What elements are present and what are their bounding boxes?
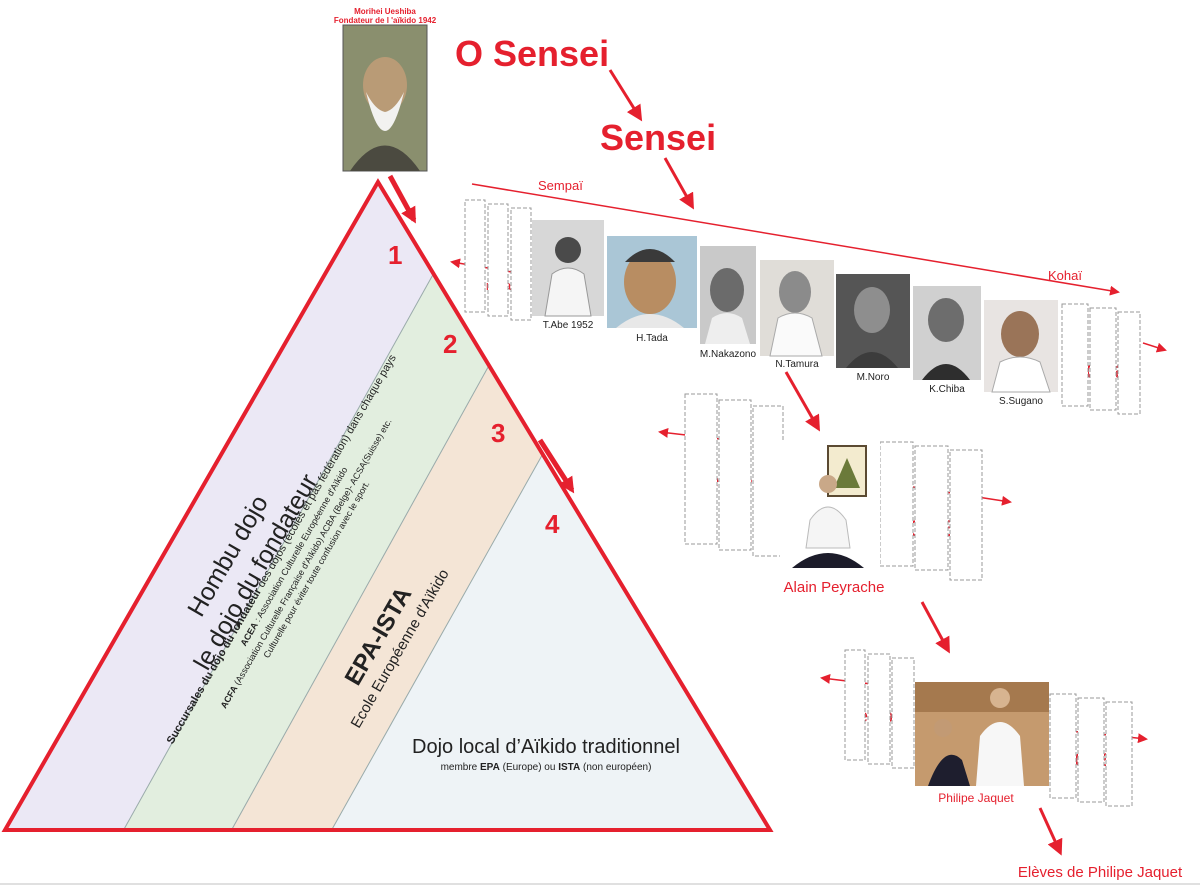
- band-1-hombu: [5, 182, 440, 830]
- alain-name: Alain Peyrache: [784, 579, 885, 596]
- master-caption: S.Sugano: [999, 396, 1043, 407]
- master-caption: H.Tada: [636, 333, 668, 344]
- arrow-osensei-sensei: [608, 69, 643, 122]
- founder-name: Morihei Ueshiba: [354, 7, 416, 16]
- philipe-name: Philipe Jaquet: [938, 791, 1014, 805]
- alain-photo: [780, 440, 880, 572]
- level-number-4: 4: [545, 509, 560, 539]
- master-photo-sugano: [984, 300, 1058, 393]
- band-3-epa-ista: [226, 360, 545, 830]
- level-number-2: 2: [443, 329, 457, 359]
- arrow-pyramid-band4: [537, 438, 575, 494]
- arrow-alain-philipe: [920, 601, 950, 654]
- dojo-local-subtitle: membre EPA (Europe) ou ISTA (non europée…: [441, 762, 652, 773]
- arrow-founder-pyramid: [387, 174, 417, 224]
- master-photo-noro: [836, 274, 910, 368]
- pyramid: [5, 182, 770, 830]
- band-4-dojo-local: [326, 440, 770, 830]
- pyramid-outline: [1, 178, 774, 832]
- sempai-label-top: Sempaï: [538, 178, 583, 193]
- master-photo-abe: [532, 220, 604, 317]
- founder-photo: [342, 24, 428, 172]
- kohai-label-top: Kohaï: [1048, 268, 1082, 283]
- band-2-succursales: [118, 262, 492, 830]
- arrow-sensei-masters: [663, 157, 694, 210]
- founder-subtitle: Fondateur de l 'aïkido 1942: [334, 16, 437, 25]
- master-caption: T.Abe 1952: [543, 320, 594, 331]
- master-caption: M.Noro: [857, 372, 890, 383]
- arrows: [387, 69, 1167, 856]
- master-caption: K.Chiba: [929, 384, 965, 395]
- level-number-3: 3: [491, 418, 505, 448]
- master-caption: N.Tamura: [775, 359, 819, 370]
- level-number-1: 1: [388, 240, 402, 270]
- o-sensei-title: O Sensei: [455, 33, 609, 74]
- eleves-label: Elèves de Philipe Jaquet: [1018, 864, 1183, 881]
- master-caption: M.Nakazono: [700, 349, 757, 360]
- philipe-photo: [915, 682, 1049, 786]
- sensei-title: Sensei: [600, 117, 716, 158]
- arrow-sempai-top: [471, 183, 1120, 296]
- arrow-philipe-eleves: [1038, 807, 1063, 856]
- arrow-kohai-right: [1142, 342, 1167, 353]
- placeholder-stacks: [464, 199, 1141, 807]
- dojo-local-title: Dojo local d’Aïkido traditionnel: [412, 736, 680, 758]
- master-photo-chiba: [913, 286, 981, 380]
- master-photo-tada: [607, 236, 697, 328]
- master-photo-tamura: [760, 260, 834, 357]
- master-photo-nakazono: [700, 246, 756, 344]
- arrow-tamura-alain: [784, 371, 820, 432]
